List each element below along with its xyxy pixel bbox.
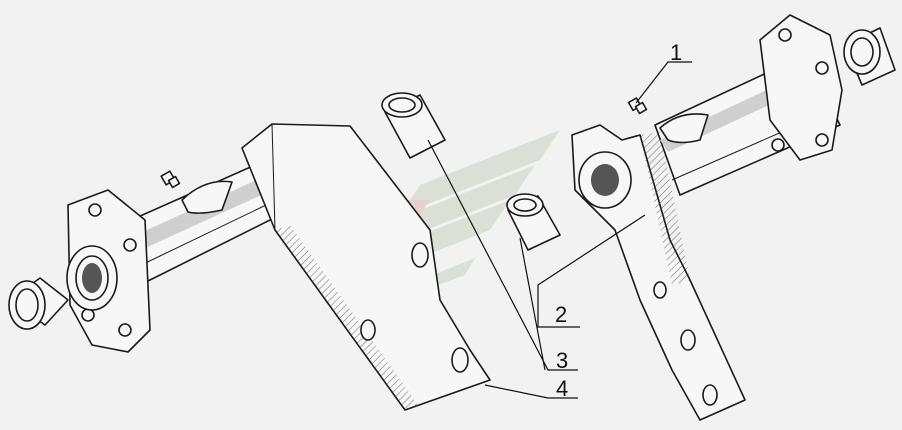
flange-hole [123,238,137,252]
left-shaft-slot [181,180,233,214]
lever-hole [702,384,718,406]
flange-hole [815,133,829,147]
right-loose-bushing [843,27,896,86]
plate-hole [360,319,376,341]
left-bracket-assembly [8,123,491,411]
flange-hole [771,138,785,152]
callout-3: 3 [556,348,568,373]
center-bushing-lower [506,193,561,251]
flange-hole [815,61,829,75]
flange-hole [778,28,792,42]
plate-hole [411,242,429,268]
callout-2: 2 [555,302,567,327]
left-loose-bushing [8,277,69,330]
flange-hole [88,203,102,217]
lever-hole [680,329,696,351]
center-bushing-upper [381,92,446,159]
left-grease-nipple [160,170,181,189]
right-flange [759,14,843,161]
callout-1: 1 [670,40,682,65]
right-shaft-slot [659,113,709,144]
lever-hole [653,281,667,299]
right-bracket-assembly [571,14,896,421]
flange-hole [118,323,132,337]
callout-4: 4 [556,376,568,401]
leader-lines [427,61,692,399]
plate-hole [451,347,469,373]
flange-hole [81,308,95,322]
right-grease-nipple [627,97,648,115]
